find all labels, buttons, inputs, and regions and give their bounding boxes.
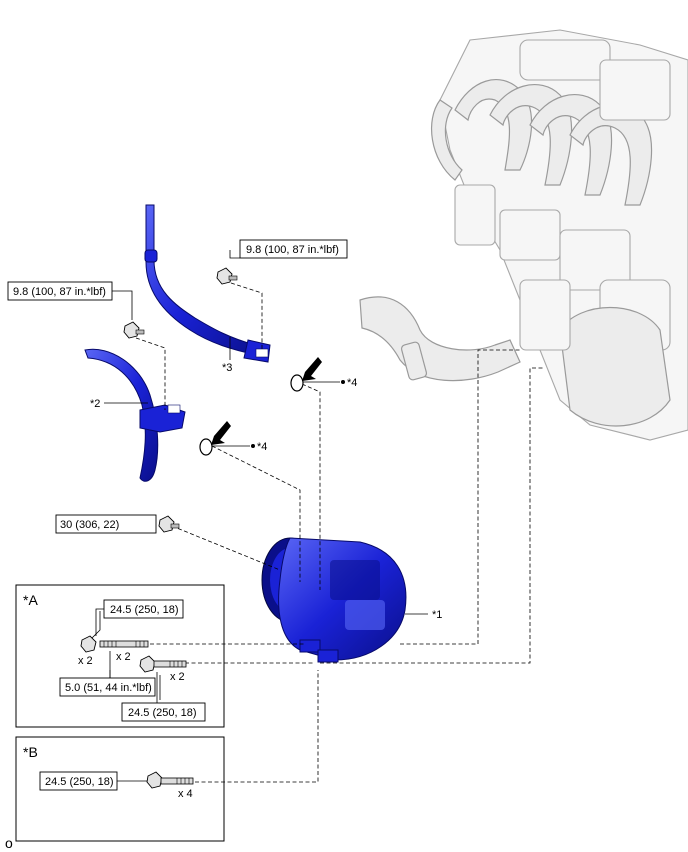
callout-hose3: *3 (222, 362, 232, 374)
torque-text-a-lower: 24.5 (250, 18) (128, 707, 197, 719)
callout-compressor: *1 (432, 609, 442, 621)
torque-text-a-upper: 24.5 (250, 18) (110, 604, 179, 616)
torque-text-hose2: 9.8 (100, 87 in.*lbf) (13, 286, 106, 298)
nut-a (80, 635, 97, 653)
bolt-b (146, 771, 194, 789)
qty-a-bolt: x 2 (170, 671, 185, 683)
qty-a-nut: x 2 (78, 655, 93, 667)
panel-a-label: *A (23, 592, 38, 608)
panel-a: *A 24.5 (250, 18) x 2 x 2 x (15, 584, 225, 728)
compressor (261, 537, 407, 663)
o-ring-lower (199, 421, 255, 456)
bolt-hose2 (123, 321, 145, 339)
torque-label-hose3: 9.8 (100, 87 in.*lbf) (239, 239, 348, 259)
suction-hose (84, 348, 186, 482)
callout-hose2: *2 (90, 398, 100, 410)
discharge-hose (144, 204, 271, 363)
qty-b-bolt: x 4 (178, 788, 193, 800)
torque-text-b: 24.5 (250, 18) (45, 776, 114, 788)
qty-a-stud: x 2 (116, 651, 131, 663)
bolt-compressor (158, 515, 180, 533)
o-ring-upper (290, 357, 345, 392)
panel-b: *B 24.5 (250, 18) x 4 (15, 736, 225, 842)
panel-b-label: *B (23, 744, 38, 760)
torque-label-hose2: 9.8 (100, 87 in.*lbf) (7, 281, 113, 301)
stud-a (99, 640, 149, 648)
torque-text-hose3: 9.8 (100, 87 in.*lbf) (246, 244, 339, 256)
callout-oring-lower: *4 (257, 441, 267, 453)
torque-text-compressor: 30 (306, 22) (60, 519, 119, 531)
callout-oring-upper: *4 (347, 377, 357, 389)
torque-text-a-mid: 5.0 (51, 44 in.*lbf) (65, 682, 152, 694)
bolt-a (139, 655, 187, 673)
engine-illustration (359, 29, 688, 441)
bolt-hose3 (216, 267, 238, 285)
torque-label-compressor: 30 (306, 22) (55, 514, 157, 534)
figure-id: o (5, 835, 13, 851)
